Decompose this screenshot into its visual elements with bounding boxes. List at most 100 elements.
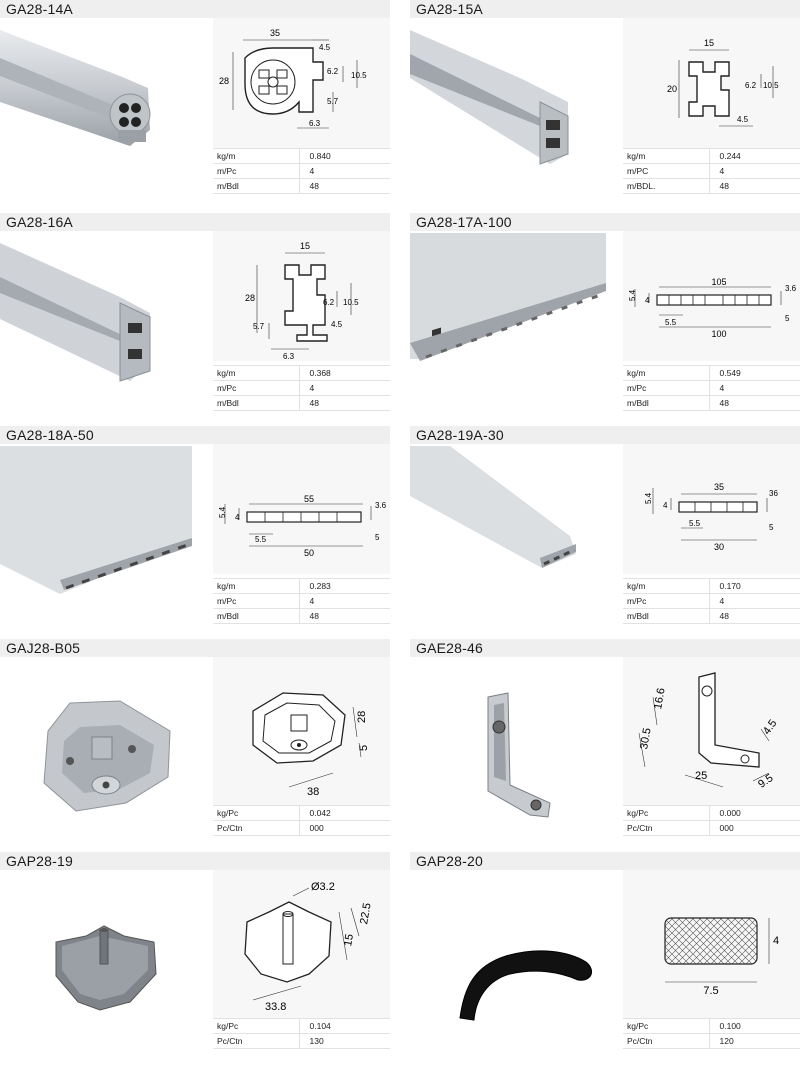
product-code: GA28-16A [0,213,390,231]
dim-top: 55 [304,494,314,504]
dim-d: 5.5 [689,519,701,528]
spec-key: kg/Pc [623,1018,710,1034]
dim-bottom: 100 [711,329,726,339]
dim-b: 5 [358,745,370,751]
spec-value: 4 [709,380,800,396]
spec-key: kg/m [213,365,300,381]
product-photo [410,18,620,198]
dim-a: Ø3.2 [311,881,335,893]
dim-d: 5.7 [327,97,339,106]
product-photo [410,870,620,1050]
product-code: GAP28-20 [410,852,800,870]
dim-b: 4 [235,513,240,522]
dim-b: 10.5 [763,81,779,90]
dim-e: 6.3 [309,119,321,128]
product-card-ga28-16a: GA28-16A 15 28 6.2 10.5 5.7 4. [0,213,390,413]
spec-key: kg/Pc [213,805,300,821]
product-photo [0,231,210,411]
product-card-gaj28-b05: GAJ28-B05 28 5 38 [0,639,390,839]
spec-key: m/Pc [213,593,300,609]
product-card-ga28-15a: GA28-15A 15 20 6.2 10.5 4.5 kg [410,0,800,200]
spec-value: 0.104 [299,1018,390,1034]
spec-key: Pc/Ctn [623,1033,710,1049]
product-card-ga28-19a-30: GA28-19A-30 5.4 4 35 36 5.5 [410,426,800,626]
product-code: GA28-14A [0,0,390,18]
dim-d: 5.5 [665,318,677,327]
spec-key: kg/m [623,148,710,164]
product-photo [0,657,210,837]
spec-value: 4 [299,593,390,609]
spec-key: kg/Pc [623,805,710,821]
spec-value: 0.283 [299,578,390,594]
dim-c: 3.6 [785,284,797,293]
dim-a: 16.6 [652,687,668,710]
spec-key: Pc/Ctn [213,820,300,836]
spec-value: 0.100 [709,1018,800,1034]
dim-c: 5.7 [253,322,265,331]
technical-drawing: 35 28 4.5 6.2 10.5 5.7 6.3 [213,18,390,148]
dim-a: 5.4 [628,289,637,301]
technical-drawing: 28 5 38 [213,657,390,805]
dim-a: 5.4 [644,492,653,504]
technical-drawing: Ø3.2 22.5 15 33.8 [213,870,390,1018]
spec-value: 0.368 [299,365,390,381]
spec-key: m/BDL. [623,178,710,194]
dim-e: 9.5 [756,772,775,791]
dim-c: 4.5 [737,115,749,124]
dim-c: 38 [307,786,319,798]
spec-value: 48 [709,395,800,411]
spec-row: m/BDL.48 [623,178,800,194]
dim-b: 7.5 [703,985,718,997]
spec-key: kg/m [213,148,300,164]
dim-a: 4.5 [319,43,331,52]
spec-key: kg/Pc [213,1018,300,1034]
technical-drawing: 15 28 6.2 10.5 5.7 4.5 6.3 [213,231,390,361]
spec-key: kg/m [623,365,710,381]
spec-value: 4 [299,163,390,179]
product-photo [410,444,620,624]
product-photo [410,657,620,837]
dim-c: 3.6 [375,501,387,510]
dim-d: 25 [695,770,707,782]
dim-d: 33.8 [265,1001,286,1013]
product-code: GA28-19A-30 [410,426,800,444]
spec-key: kg/m [213,578,300,594]
technical-drawing: 16.6 30.5 4.5 25 9.5 [623,657,800,805]
spec-key: m/Bdl [213,395,300,411]
product-code: GA28-17A-100 [410,213,800,231]
technical-drawing: 5.4 4 55 3.6 5.5 50 5 [213,444,390,574]
dim-a: 4 [773,935,779,947]
spec-value: 0.000 [709,805,800,821]
spec-value: 48 [709,608,800,624]
product-code: GAP28-19 [0,852,390,870]
dim-c: 10.5 [351,71,367,80]
spec-value: 000 [299,820,390,836]
product-photo [0,870,210,1050]
dim-a: 5.4 [218,506,227,518]
product-code: GAE28-46 [410,639,800,657]
technical-drawing: 5.4 4 105 3.6 5.5 100 5 [623,231,800,361]
dim-a: 28 [356,711,368,723]
spec-value: 0.170 [709,578,800,594]
spec-value: 4 [709,163,800,179]
